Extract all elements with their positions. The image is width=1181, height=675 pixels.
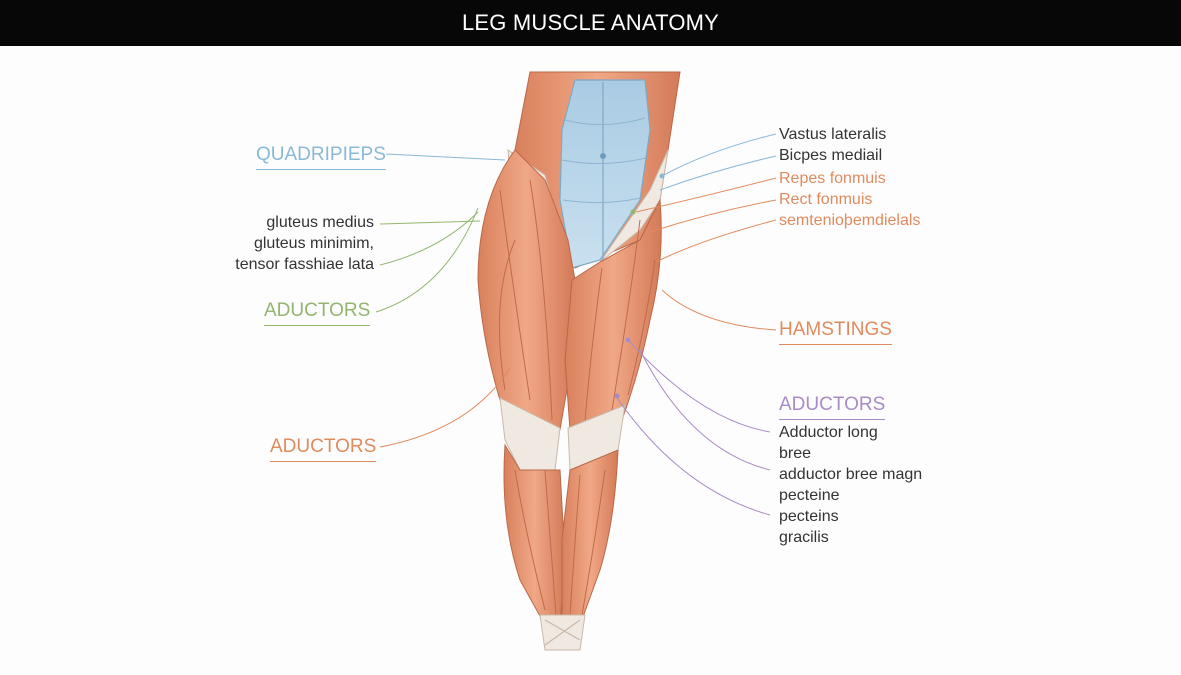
leader-adductor-bree [614,394,771,516]
left-lower-leg [503,443,566,626]
label-biceps: Bicpes mediail [779,147,883,164]
leader-gluteus-2 [379,211,479,266]
right-lower-leg [561,449,619,626]
leader-hamstrings [661,289,777,331]
leader-rect [649,199,777,233]
label-gluteus-line-3: tensor fasshiae lata [235,256,374,273]
label-gluteus-line-1: gluteus medius [266,214,374,231]
leader-semten [655,219,777,263]
leader-vastus [661,133,777,177]
label-adductors-orange: ADUCTORS [270,436,377,462]
label-semten: semtenioþemdielals [779,212,921,229]
label-repes: Repes fonmuis [779,170,886,187]
leader-gluteus-1 [379,220,481,225]
label-adductor-line-5: pecteins [779,508,839,525]
leader-quadriceps [385,153,506,161]
leader-adductors [627,339,771,433]
page-title: LEG MUSCLE ANATOMY [0,0,1181,46]
label-gluteus-group: gluteus medius gluteus minimim, tensor f… [235,212,374,275]
label-adductors-purple: ADUCTORS [779,394,886,420]
leader-adductors-green [375,207,479,313]
leg-anatomy-illustration [375,71,777,651]
label-adductor-line-2: bree [779,445,812,462]
label-adductor-line-6: gracilis [779,529,829,546]
label-adductor-line-1: Adductor long [779,424,878,441]
leader-biceps [659,155,777,191]
label-adductor-line-3: adductor bree magn [779,466,923,483]
label-hamstrings: HAMSTINGS [779,319,892,345]
label-adductor-list: Adductor long bree adductor bree magn pe… [779,422,922,548]
label-rect: Rect fonmuis [779,191,873,208]
leader-adductors-orange [379,367,511,448]
label-adductors-green: ADUCTORS [264,300,371,326]
label-vastus-lateralis: Vastus lateralis [779,126,887,143]
abdomen-muscle [559,79,651,269]
label-right-upper-group: Vastus lateralis Bicpes mediail [779,124,886,166]
label-right-orange-group: Repes fonmuis Rect fonmuis semtenioþemdi… [779,168,920,231]
label-gluteus-line-2: gluteus minimim, [253,235,374,252]
leader-repes [635,177,777,213]
pelvis-band-right [599,149,669,263]
label-quadriceps: QUADRIPIEPS [256,144,386,170]
leader-adductor-long [639,349,771,471]
label-adductor-line-4: pecteine [779,487,840,504]
